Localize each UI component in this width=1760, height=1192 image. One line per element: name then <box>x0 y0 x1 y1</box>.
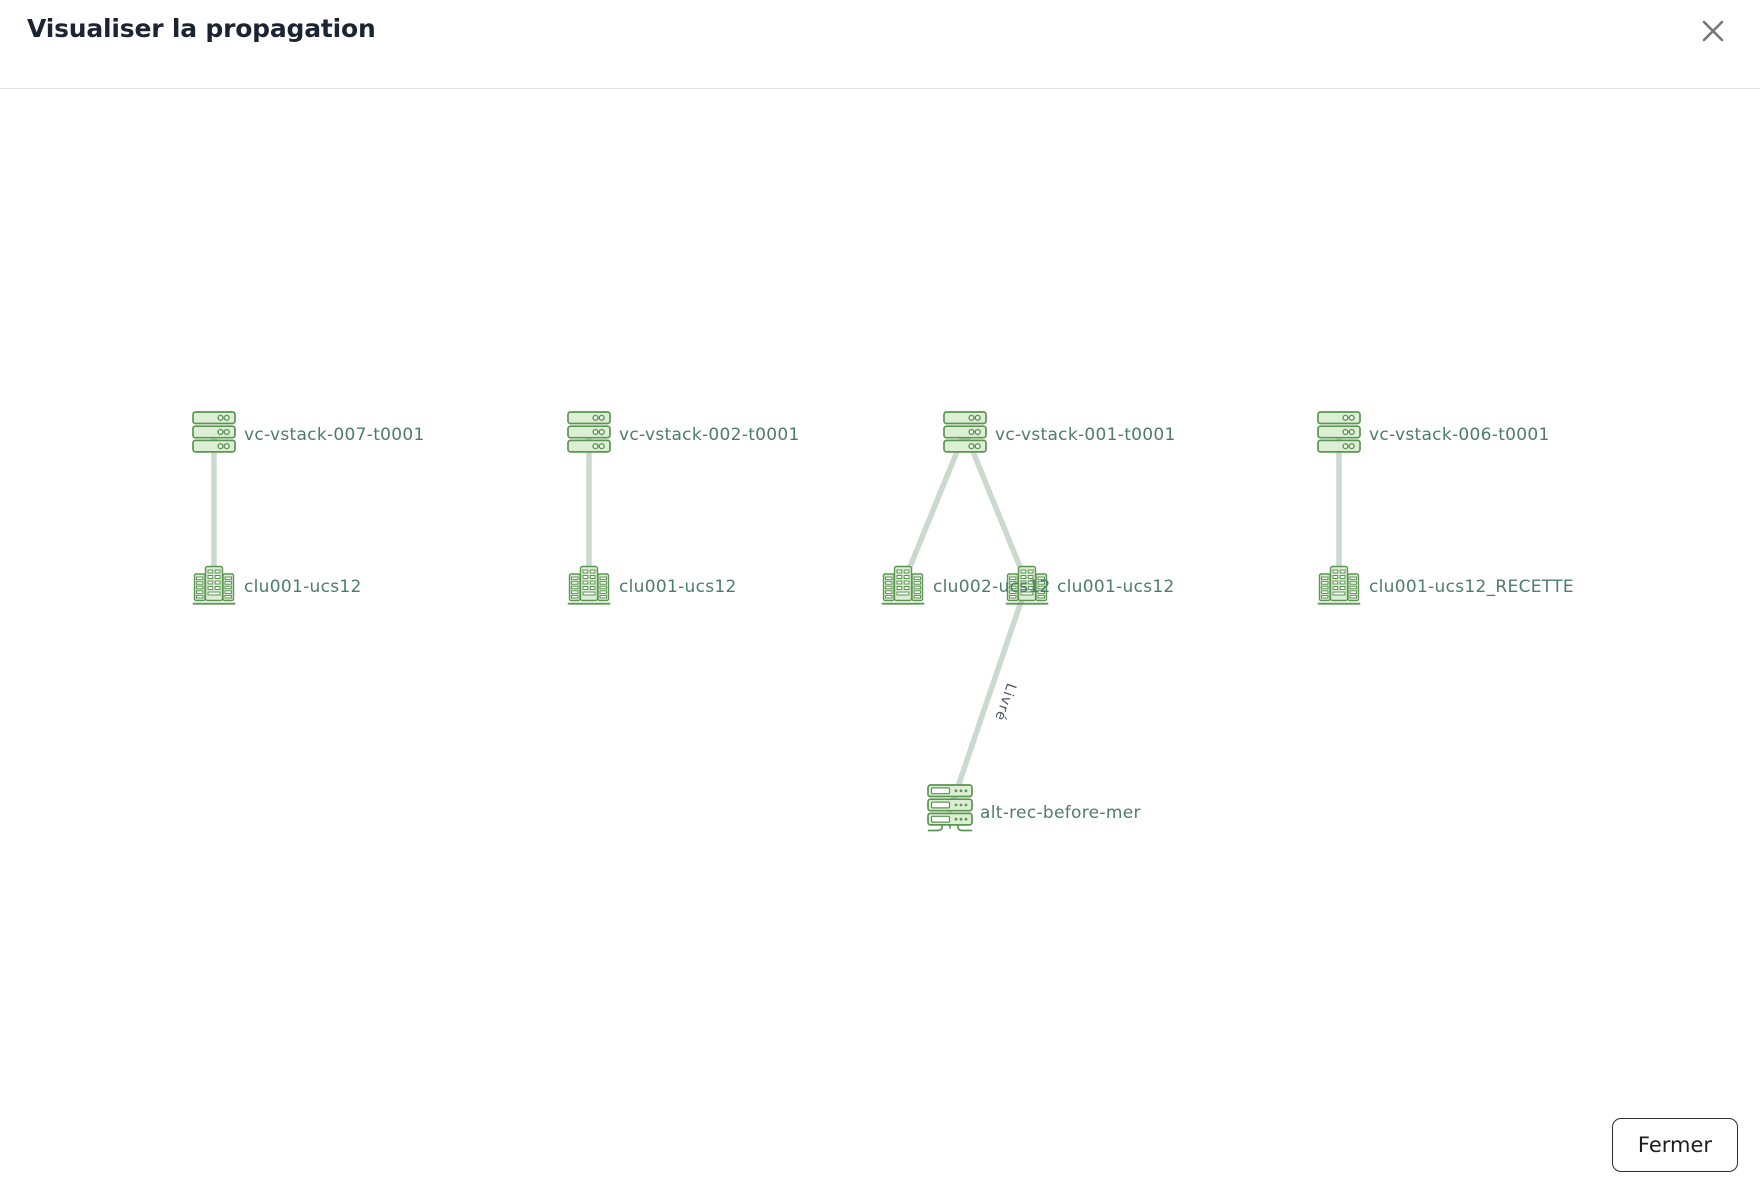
node-label: vc-vstack-002-t0001 <box>619 425 800 445</box>
propagation-edge <box>900 429 968 587</box>
node-label: vc-vstack-007-t0001 <box>244 425 425 445</box>
node-label: clu001-ucs12 <box>244 577 362 597</box>
header-divider <box>0 88 1760 89</box>
server-stack-icon <box>943 411 987 453</box>
node-label: vc-vstack-006-t0001 <box>1369 425 1550 445</box>
node-label: clu002-ucs12 <box>933 577 1051 597</box>
propagation-edge <box>962 429 1030 587</box>
server-stack-icon <box>567 411 611 453</box>
server-stack-icon <box>192 411 236 453</box>
cluster-rack-icon <box>1005 563 1049 605</box>
node-label: vc-vstack-001-t0001 <box>995 425 1176 445</box>
fermer-button[interactable]: Fermer <box>1612 1118 1738 1172</box>
cluster-rack-icon <box>192 563 236 605</box>
cluster-rack-icon <box>1317 563 1361 605</box>
node-label: clu001-ucs12_RECETTE <box>1369 577 1574 597</box>
modal-footer: Fermer <box>0 1088 1760 1192</box>
cluster-rack-icon <box>567 563 611 605</box>
edge-label: Livré <box>990 681 1019 724</box>
server-legs-icon <box>926 784 974 836</box>
server-stack-icon <box>1317 411 1361 453</box>
cluster-rack-icon <box>881 563 925 605</box>
propagation-graph: Livré vc-vstack-007-t0001 <box>0 89 1760 1087</box>
modal-title: Visualiser la propagation <box>27 14 376 43</box>
propagation-edge <box>947 581 1030 813</box>
node-label: clu001-ucs12 <box>619 577 737 597</box>
node-label: alt-rec-before-mer <box>980 803 1141 823</box>
modal-close-button[interactable] <box>1696 14 1730 48</box>
modal-header: Visualiser la propagation <box>0 0 1760 88</box>
node-label: clu001-ucs12 <box>1057 577 1175 597</box>
close-icon <box>1700 18 1726 44</box>
